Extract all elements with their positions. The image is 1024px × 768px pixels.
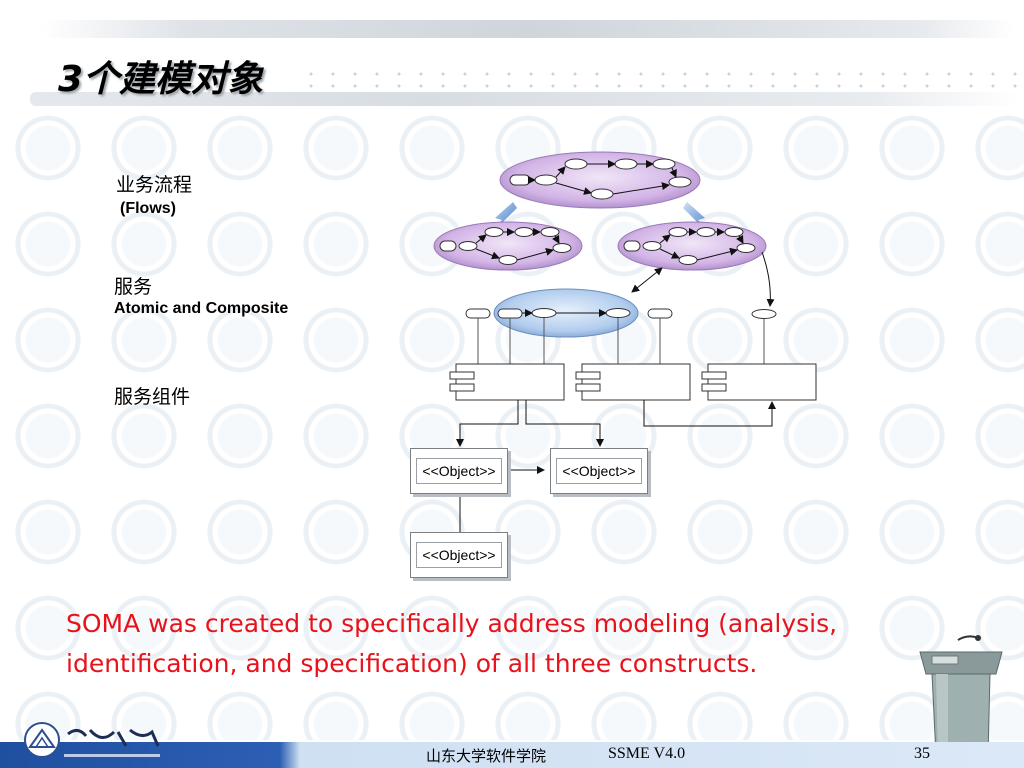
object-box-2: <<Object>> bbox=[550, 448, 648, 494]
footer-version: SSME V4.0 bbox=[608, 745, 686, 762]
label-services-en: Atomic and Composite bbox=[114, 300, 289, 317]
object-box-1: <<Object>> bbox=[410, 448, 508, 494]
title-decoration-dots bbox=[300, 68, 1020, 88]
object-box-1-label: <<Object>> bbox=[416, 458, 502, 484]
left-flow-ellipse bbox=[433, 221, 583, 271]
page-number: 35 bbox=[914, 745, 930, 762]
right-flow-ellipse bbox=[617, 221, 767, 271]
label-flows-en: (Flows) bbox=[120, 200, 176, 217]
title-decoration-underline bbox=[30, 92, 1020, 106]
label-flows-cn: 业务流程 bbox=[116, 174, 193, 196]
top-flow-ellipse bbox=[499, 151, 701, 209]
footer-band bbox=[0, 742, 1024, 768]
object-box-3: <<Object>> bbox=[410, 532, 508, 578]
label-components-cn: 服务组件 bbox=[114, 386, 191, 408]
service-interfaces bbox=[465, 308, 777, 364]
decompose-arrow-right bbox=[683, 202, 712, 232]
title-decoration-stripe bbox=[40, 20, 1015, 38]
soma-diagram bbox=[433, 151, 817, 532]
component-boxes bbox=[449, 363, 817, 401]
label-services-cn: 服务 bbox=[114, 276, 153, 298]
slide-title: 3个建模对象 bbox=[58, 59, 264, 100]
decompose-arrow-left bbox=[488, 202, 517, 232]
object-box-3-label: <<Object>> bbox=[416, 542, 502, 568]
footer-institute: 山东大学软件学院 bbox=[426, 747, 547, 765]
object-box-2-label: <<Object>> bbox=[556, 458, 642, 484]
university-logo bbox=[24, 722, 160, 758]
soma-statement: SOMA was created to specifically address… bbox=[66, 609, 838, 678]
